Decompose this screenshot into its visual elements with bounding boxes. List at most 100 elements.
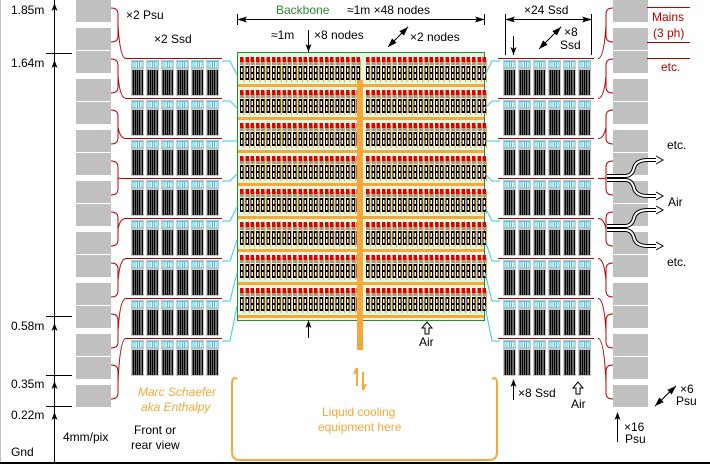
backbone-node-connector [440, 62, 444, 65]
backbone-node-connector [466, 227, 471, 230]
backbone-node-window [457, 266, 459, 270]
backbone-node-connector [413, 161, 418, 164]
backbone-node-connector [450, 128, 455, 131]
backbone-node-coolant [280, 60, 282, 82]
backbone-node-window [325, 206, 328, 210]
backbone-node-coolant [285, 225, 287, 247]
backbone-node [287, 66, 292, 80]
backbone-node-window [462, 239, 464, 243]
left-ssd-drive [141, 270, 143, 295]
backbone-node-window [393, 134, 395, 138]
backbone-node-window [246, 305, 248, 309]
backbone-node-led [282, 57, 286, 62]
backbone-node-window [483, 299, 486, 303]
backbone-node-led [434, 57, 439, 62]
backbone-node-window [441, 173, 443, 177]
backbone-node-window [462, 272, 464, 276]
backbone-node-window [256, 305, 259, 309]
backbone-node-window [256, 140, 259, 144]
backbone-node [366, 231, 370, 245]
backbone-node-window [478, 305, 480, 309]
left-ssd-drive [201, 190, 203, 215]
backbone-node [250, 231, 255, 245]
backbone-node-connector [482, 128, 487, 131]
backbone-node-coolant [270, 291, 271, 313]
backbone-node-window [288, 239, 291, 243]
backbone-node-window [430, 140, 433, 144]
backbone-node-coolant [396, 258, 397, 280]
backbone-node-window [451, 239, 454, 243]
backbone-node-window [272, 299, 275, 303]
right-ssd-drive [566, 150, 569, 175]
right-ssd-drive [571, 310, 573, 335]
backbone-node-coolant [328, 159, 330, 181]
left-ssd-drive [169, 190, 171, 215]
backbone-node-window [251, 101, 254, 105]
backbone-node [303, 297, 308, 311]
right-ssd-drive [543, 230, 545, 255]
backbone-node-window [320, 266, 322, 270]
backbone-node-connector [392, 194, 396, 197]
left-ssd-drive [209, 270, 212, 295]
backbone-node-led [298, 90, 302, 95]
backbone-node-connector [277, 161, 281, 164]
left-ssd-drive [179, 350, 182, 375]
backbone-node-connector [371, 293, 375, 296]
right-ssd-drive [523, 190, 526, 215]
backbone-node-connector [287, 227, 292, 230]
backbone-node-connector [245, 62, 249, 65]
backbone-node-window [462, 140, 464, 144]
airflow-split-fill [607, 159, 656, 177]
backbone-node [245, 165, 249, 179]
right-ssd-drive [511, 190, 513, 215]
backbone-node [371, 198, 375, 212]
backbone-node-coolant [264, 60, 266, 82]
backbone-node-led [461, 189, 465, 194]
backbone-node-connector [424, 62, 428, 65]
backbone-node [381, 165, 386, 179]
backbone-node-connector [376, 194, 381, 197]
backbone-node-led [403, 123, 407, 128]
backbone-node-connector [472, 260, 476, 263]
backbone-node-window [478, 101, 480, 105]
backbone-node-connector [298, 227, 302, 230]
backbone-node [324, 132, 329, 146]
backbone-node-window [241, 101, 243, 105]
backbone-node-coolant [312, 192, 314, 214]
backbone-node-window [377, 299, 380, 303]
backbone-node-coolant [270, 126, 271, 148]
backbone-node [351, 66, 355, 80]
backbone-node [314, 264, 318, 278]
backbone-node-connector [261, 128, 265, 131]
backbone-node-window [256, 233, 259, 237]
backbone-node-led [277, 123, 281, 128]
backbone-node-connector [376, 95, 381, 98]
right-ssd-drive [553, 70, 556, 95]
backbone-node-led [371, 123, 375, 128]
left-ssd-drive [147, 110, 150, 135]
backbone-node-led [255, 156, 260, 161]
backbone-node-window [315, 68, 317, 72]
backbone-node-window [246, 68, 248, 72]
backbone-node-coolant [417, 93, 419, 115]
backbone-node-connector [277, 227, 281, 230]
backbone-node-window [409, 305, 411, 309]
left-ssd-drive [216, 190, 218, 215]
backbone-node-coolant [417, 192, 419, 214]
backbone-node-led [266, 123, 270, 128]
backbone-node-window [278, 239, 280, 243]
backbone-node [319, 132, 323, 146]
backbone-node-coolant [454, 159, 456, 181]
backbone-node [366, 165, 370, 179]
left-psu-label: ×2 Psu [126, 8, 164, 22]
backbone-node-coolant [396, 225, 397, 247]
backbone-node-led [477, 123, 481, 128]
right-ssd-drive [549, 70, 552, 95]
right-ssd-drive [541, 310, 543, 335]
backbone-node-window [272, 305, 275, 309]
backbone-node-window [246, 140, 248, 144]
backbone-node-connector [472, 62, 476, 65]
backbone-node-coolant [280, 192, 282, 214]
scale-resolution: 4mm/pix [63, 430, 109, 444]
backbone-node-window [467, 107, 470, 111]
